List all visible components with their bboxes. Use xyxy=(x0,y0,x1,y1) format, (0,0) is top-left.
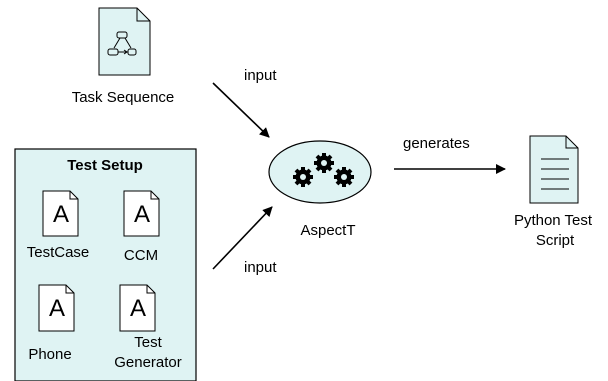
ccm-doc-icon xyxy=(123,190,160,237)
input-arrow-top xyxy=(212,82,270,138)
gears-icon xyxy=(293,153,354,187)
generates-label: generates xyxy=(403,135,470,152)
testcase-label: TestCase xyxy=(26,244,90,261)
test-generator-glyph: A xyxy=(129,295,147,322)
test-generator-doc-icon xyxy=(119,284,156,332)
aspectt-label: AspectT xyxy=(300,222,356,239)
input-top-label: input xyxy=(244,67,277,84)
input-bottom-label: input xyxy=(244,259,277,276)
ccm-label: CCM xyxy=(123,247,159,264)
input-arrow-bottom xyxy=(212,206,273,270)
test-setup-title: Test Setup xyxy=(67,157,143,174)
test-setup-box xyxy=(14,148,197,381)
aspectt-ellipse xyxy=(268,140,372,204)
python-script-label-line2: Script xyxy=(535,232,575,249)
ccm-glyph: A xyxy=(133,201,151,228)
testcase-doc-icon xyxy=(42,190,79,237)
phone-label: Phone xyxy=(28,346,72,363)
test-generator-label-line2: Generator xyxy=(114,354,182,371)
task-sequence-doc-icon xyxy=(98,7,151,76)
testcase-glyph: A xyxy=(52,201,70,228)
python-script-label-line1: Python Test xyxy=(513,212,593,229)
phone-doc-icon xyxy=(38,284,75,332)
phone-glyph: A xyxy=(48,295,66,322)
task-sequence-label: Task Sequence xyxy=(71,89,175,106)
python-script-doc-icon xyxy=(529,135,579,204)
test-generator-label-line1: Test xyxy=(134,334,162,351)
